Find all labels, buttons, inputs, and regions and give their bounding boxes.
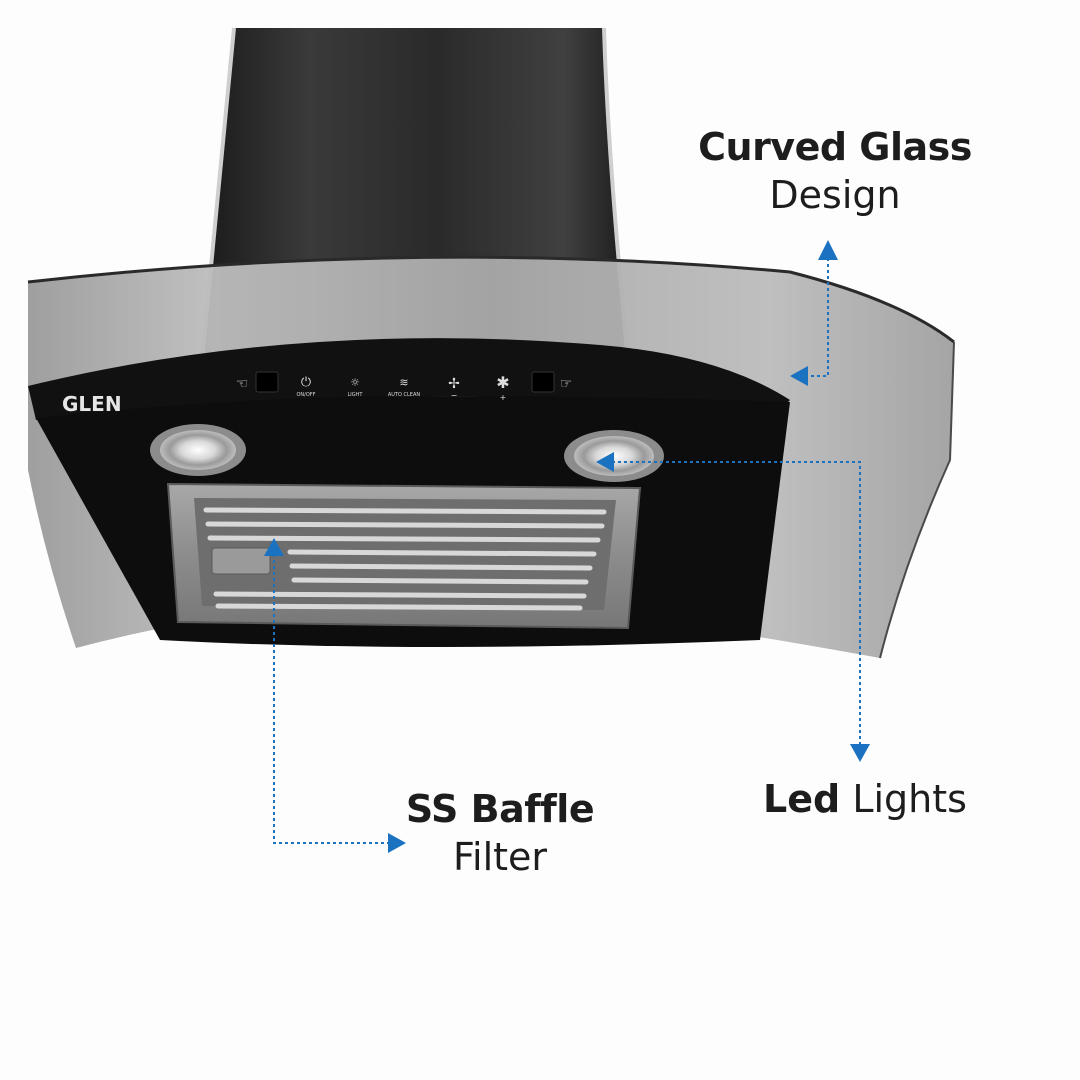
brand-logo: GLEN — [62, 392, 122, 416]
baffle-slat — [215, 603, 583, 611]
baffle-slat — [291, 577, 589, 585]
callout-curved-glass: Curved Glass Design — [690, 125, 980, 217]
fan-plus-label: + — [500, 393, 507, 402]
glass-right-edge — [879, 341, 955, 659]
touch-sensor-right — [531, 371, 555, 393]
baffle-slats — [203, 507, 607, 611]
arrow-up-icon — [264, 538, 284, 556]
hand-icon-right: ☞ — [560, 376, 573, 392]
arrow-right-icon — [388, 833, 406, 853]
callout-curved-glass-regular: Design — [769, 172, 901, 217]
callout-line-baffle — [273, 548, 390, 844]
glass-top-edge — [27, 255, 955, 344]
on-off-label: ON/OFF — [296, 392, 315, 398]
fan-low-icon: ✢ — [448, 376, 460, 392]
callout-led-lights: Led Lights — [740, 777, 990, 822]
callout-baffle-filter: SS Baffle Filter — [380, 787, 620, 879]
baffle-slat — [205, 521, 605, 529]
auto-clean-label: AUTO CLEAN — [388, 392, 421, 398]
arrow-up-icon — [818, 240, 838, 260]
callout-led-bold: Led — [763, 777, 841, 821]
led-light-left — [160, 430, 236, 470]
callout-line-led — [606, 461, 861, 748]
callout-baffle-bold: SS Baffle — [405, 787, 595, 831]
callout-led-regular: Lights — [852, 777, 967, 821]
arrow-left-icon — [790, 366, 808, 386]
baffle-slat — [213, 591, 587, 599]
power-icon: ⏻ — [301, 375, 311, 390]
arrow-down-icon — [850, 744, 870, 762]
hand-icon-left: ☜ — [236, 376, 249, 392]
fan-minus-label: − — [451, 391, 458, 400]
callout-curved-glass-bold: Curved Glass — [698, 125, 972, 169]
baffle-slat — [287, 549, 597, 557]
baffle-slat — [203, 507, 607, 515]
callout-baffle-regular: Filter — [452, 834, 548, 879]
filter-handle — [211, 547, 271, 575]
light-icon: ☼ — [350, 376, 360, 389]
callout-lines — [273, 252, 861, 844]
touch-sensor-left — [255, 371, 279, 393]
baffle-slat — [289, 563, 593, 571]
light-label: LIGHT — [348, 392, 364, 398]
fan-high-icon: ✱ — [496, 373, 509, 392]
baffle-slat — [207, 535, 601, 543]
arrow-left-icon — [596, 452, 614, 472]
auto-clean-icon: ≋ — [399, 376, 408, 389]
